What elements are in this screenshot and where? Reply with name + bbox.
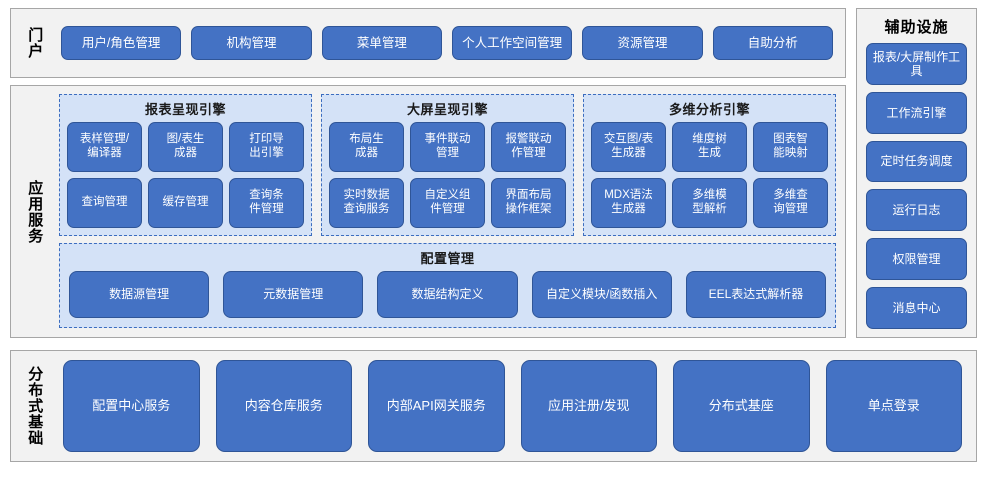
engine-item-custom-component-management[interactable]: 自定义组 件管理	[410, 178, 485, 228]
aux-item-message-center[interactable]: 消息中心	[866, 287, 967, 329]
engine-item-chart-smart-mapping[interactable]: 图表智 能映射	[753, 122, 828, 172]
aux-item-workflow-engine[interactable]: 工作流引擎	[866, 91, 967, 134]
config-item-data-structure-definition[interactable]: 数据结构定义	[377, 271, 518, 318]
distributed-foundation-label: 分布式基础	[11, 351, 57, 461]
config-item-datasource-management[interactable]: 数据源管理	[69, 271, 210, 318]
engine-bigscreen-rendering: 大屏呈现引擎 布局生 成器 事件联动 管理 报警联动 作管理 实时数据 查询服务…	[321, 94, 574, 236]
aux-item-permission-management[interactable]: 权限管理	[866, 238, 967, 281]
portal-items: 用户/角色管理 机构管理 菜单管理 个人工作空间管理 资源管理 自助分析	[57, 9, 845, 77]
application-service-label-text: 应用服务	[26, 179, 44, 244]
engine-item-template-management-compiler[interactable]: 表样管理/ 编译器	[67, 122, 142, 172]
portal-label-text: 门户	[26, 27, 44, 59]
config-management-items: 数据源管理 元数据管理 数据结构定义 自定义模块/函数插入 EEL表达式解析器	[69, 271, 827, 318]
engine-item-print-export-engine[interactable]: 打印导 出引擎	[229, 122, 304, 172]
aux-items: 报表/大屏制作工具 工作流引擎 定时任务调度 运行日志 权限管理 消息中心	[866, 43, 967, 329]
distributed-foundation-panel: 分布式基础 配置中心服务 内容仓库服务 内部API网关服务 应用注册/发现 分布…	[10, 350, 977, 462]
aux-panel: 辅助设施 报表/大屏制作工具 工作流引擎 定时任务调度 运行日志 权限管理 消息…	[856, 8, 977, 338]
dist-item-content-repository-service[interactable]: 内容仓库服务	[215, 360, 352, 452]
aux-item-scheduled-task-scheduling[interactable]: 定时任务调度	[866, 140, 967, 183]
portal-label: 门户	[11, 9, 57, 77]
portal-item-org-management[interactable]: 机构管理	[191, 26, 312, 60]
dist-item-app-registration-discovery[interactable]: 应用注册/发现	[520, 360, 657, 452]
engine-report-rendering-title: 报表呈现引擎	[144, 102, 226, 117]
engine-item-interactive-chart-table-generator[interactable]: 交互图/表 生成器	[591, 122, 666, 172]
engine-item-dimension-tree-generation[interactable]: 维度树 生成	[672, 122, 747, 172]
top-row: 门户 用户/角色管理 机构管理 菜单管理 个人工作空间管理 资源管理 自助分析	[10, 8, 977, 78]
aux-item-runtime-log[interactable]: 运行日志	[866, 189, 967, 232]
aux-panel-title: 辅助设施	[884, 19, 949, 36]
engine-item-mdx-syntax-generator[interactable]: MDX语法 生成器	[591, 178, 666, 228]
application-service-body: 报表呈现引擎 表样管理/ 编译器 图/表生 成器 打印导 出引擎 查询管理 缓存…	[57, 86, 845, 337]
engine-item-multidimensional-query-management[interactable]: 多维查 询管理	[753, 178, 828, 228]
engine-multidimensional-analysis-title: 多维分析引擎	[668, 102, 750, 117]
portal-item-self-service-analysis[interactable]: 自助分析	[712, 26, 833, 60]
engine-multidimensional-analysis-items: 交互图/表 生成器 维度树 生成 图表智 能映射 MDX语法 生成器 多维模 型…	[591, 122, 828, 228]
portal-panel: 门户 用户/角色管理 机构管理 菜单管理 个人工作空间管理 资源管理 自助分析	[10, 8, 846, 78]
config-management-title: 配置管理	[420, 251, 475, 266]
config-management-group: 配置管理 数据源管理 元数据管理 数据结构定义 自定义模块/函数插入 EEL表达…	[59, 243, 836, 328]
engine-item-event-linkage-management[interactable]: 事件联动 管理	[410, 122, 485, 172]
portal-item-user-role-management[interactable]: 用户/角色管理	[61, 26, 182, 60]
config-item-custom-module-function-insertion[interactable]: 自定义模块/函数插入	[531, 271, 672, 318]
engine-multidimensional-analysis: 多维分析引擎 交互图/表 生成器 维度树 生成 图表智 能映射 MDX语法 生成…	[583, 94, 836, 236]
dist-item-single-sign-on[interactable]: 单点登录	[825, 360, 962, 452]
engine-item-ui-layout-operation-framework[interactable]: 界面布局 操作框架	[491, 178, 566, 228]
config-item-metadata-management[interactable]: 元数据管理	[223, 271, 364, 318]
engine-bigscreen-rendering-title: 大屏呈现引擎	[406, 102, 488, 117]
engine-item-chart-table-generator[interactable]: 图/表生 成器	[148, 122, 223, 172]
engine-report-rendering: 报表呈现引擎 表样管理/ 编译器 图/表生 成器 打印导 出引擎 查询管理 缓存…	[59, 94, 312, 236]
engine-item-realtime-data-query-service[interactable]: 实时数据 查询服务	[329, 178, 404, 228]
engine-item-alarm-linkage-action-management[interactable]: 报警联动 作管理	[491, 122, 566, 172]
portal-item-menu-management[interactable]: 菜单管理	[321, 26, 442, 60]
distributed-foundation-items: 配置中心服务 内容仓库服务 内部API网关服务 应用注册/发现 分布式基座 单点…	[57, 351, 976, 461]
engines-row: 报表呈现引擎 表样管理/ 编译器 图/表生 成器 打印导 出引擎 查询管理 缓存…	[59, 94, 836, 236]
application-service-label: 应用服务	[11, 86, 57, 337]
engine-item-query-condition-management[interactable]: 查询条 件管理	[229, 178, 304, 228]
dist-item-config-center-service[interactable]: 配置中心服务	[63, 360, 200, 452]
config-item-eel-expression-parser[interactable]: EEL表达式解析器	[685, 271, 827, 318]
distributed-foundation-label-text: 分布式基础	[26, 366, 44, 446]
dist-item-internal-api-gateway-service[interactable]: 内部API网关服务	[368, 360, 505, 452]
engine-item-cache-management[interactable]: 缓存管理	[148, 178, 223, 228]
dist-item-distributed-base[interactable]: 分布式基座	[673, 360, 810, 452]
engine-report-rendering-items: 表样管理/ 编译器 图/表生 成器 打印导 出引擎 查询管理 缓存管理 查询条 …	[67, 122, 304, 228]
aux-item-report-bigscreen-authoring-tool[interactable]: 报表/大屏制作工具	[866, 43, 967, 85]
portal-item-personal-workspace-management[interactable]: 个人工作空间管理	[451, 26, 573, 60]
portal-item-resource-management[interactable]: 资源管理	[582, 26, 703, 60]
engine-item-multidimensional-model-parsing[interactable]: 多维模 型解析	[672, 178, 747, 228]
engine-item-layout-generator[interactable]: 布局生 成器	[329, 122, 404, 172]
application-service-panel: 应用服务 报表呈现引擎 表样管理/ 编译器 图/表生 成器 打印导 出引擎 查询…	[10, 85, 846, 338]
engine-item-query-management[interactable]: 查询管理	[67, 178, 142, 228]
engine-bigscreen-rendering-items: 布局生 成器 事件联动 管理 报警联动 作管理 实时数据 查询服务 自定义组 件…	[329, 122, 566, 228]
